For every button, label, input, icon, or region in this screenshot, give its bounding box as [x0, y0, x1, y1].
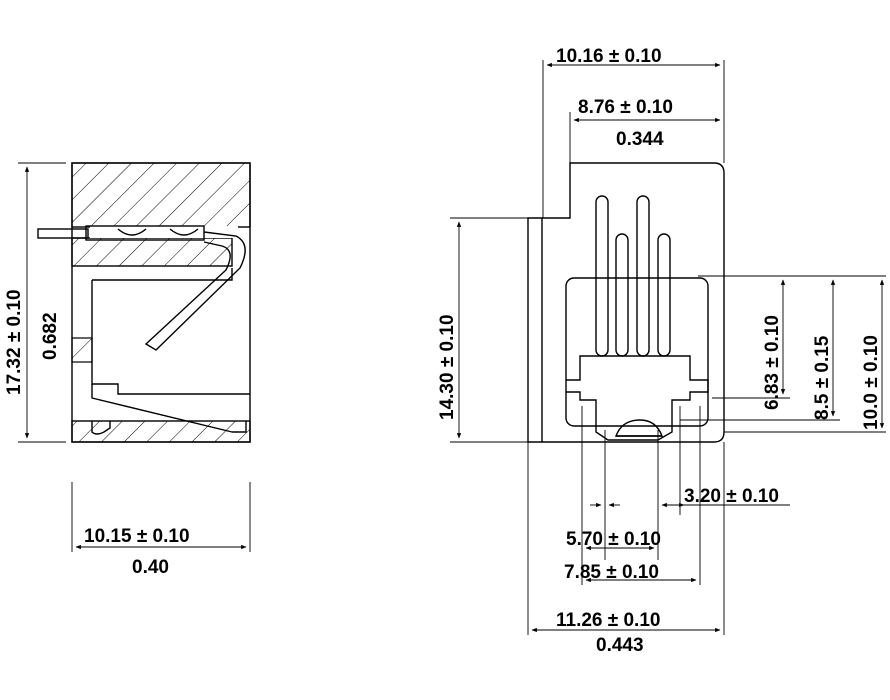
- side-spring-contact: [144, 231, 246, 351]
- side-height-label: 17.32 ± 0.10: [4, 289, 25, 395]
- front-bottom-width-label: 11.26 ± 0.10: [556, 610, 660, 631]
- front-pin-2: [615, 233, 629, 357]
- front-dim-85-label: 8.5 ± 0.15: [812, 335, 833, 420]
- front-plug-well: [566, 355, 709, 441]
- front-dim-570-label: 5.70 ± 0.10: [566, 529, 661, 550]
- front-height-label: 14.30 ± 0.10: [437, 314, 458, 420]
- front-housing-outline: [527, 162, 725, 443]
- front-pin-3: [636, 195, 650, 357]
- side-pin-collar: [85, 225, 205, 241]
- front-pin-4: [657, 233, 671, 357]
- side-width-label: 10.15 ± 0.10: [84, 526, 190, 547]
- front-dim-683-label: 6.83 ± 0.10: [762, 315, 783, 410]
- side-height-inch: 0.682: [40, 312, 61, 360]
- side-top-hatch: [71, 162, 251, 228]
- front-pin-1: [595, 195, 609, 357]
- side-pin: [37, 228, 89, 239]
- front-inner-width-label: 8.76 ± 0.10: [578, 97, 673, 118]
- front-dim-100-label: 10.0 ± 0.10: [861, 335, 882, 430]
- front-dim-785-label: 7.85 ± 0.10: [564, 562, 659, 583]
- side-cavity: [91, 268, 250, 395]
- front-inner-width-inch: 0.344: [616, 129, 664, 150]
- front-top-width-label: 10.16 ± 0.10: [556, 46, 662, 67]
- front-view: 10.16 ± 0.10 8.76 ± 0.10 0.344 14.30 ± 0…: [437, 46, 886, 656]
- side-view: 17.32 ± 0.10 0.682 10.15 ± 0.10 0.40: [4, 162, 251, 578]
- front-dim-320-label: 3.20 ± 0.10: [684, 486, 779, 507]
- front-latch: [614, 419, 664, 437]
- side-width-inch: 0.40: [132, 557, 169, 578]
- front-bottom-width-inch: 0.443: [596, 635, 644, 656]
- side-bottom-hatch: [71, 420, 251, 443]
